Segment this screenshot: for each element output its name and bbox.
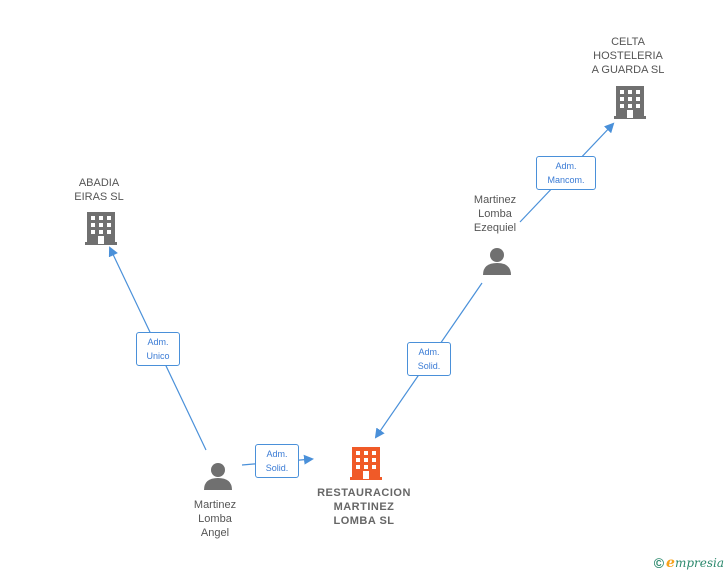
brand-logo: empresia bbox=[666, 555, 724, 571]
role-badge-adm-solid-angel: Adm. Solid. bbox=[255, 444, 299, 478]
role-badge-adm-solid-ezequiel: Adm. Solid. bbox=[407, 342, 451, 376]
copyright-icon: © bbox=[653, 555, 665, 571]
person-icon[interactable] bbox=[483, 248, 511, 275]
brand-footer[interactable]: © empresia bbox=[654, 555, 724, 571]
role-badge-adm-unico: Adm. Unico bbox=[136, 332, 180, 366]
building-icon[interactable] bbox=[614, 86, 646, 119]
company-label-abadia[interactable]: ABADIA EIRAS SL bbox=[74, 177, 124, 203]
building-icon[interactable] bbox=[85, 212, 117, 245]
person-label-angel[interactable]: Martinez Lomba Angel bbox=[193, 499, 237, 539]
person-icon[interactable] bbox=[204, 463, 232, 490]
company-label-celta[interactable]: CELTA HOSTELERIA A GUARDA SL bbox=[591, 36, 665, 76]
main-company-label[interactable]: RESTAURACION MARTINEZ LOMBA SL bbox=[317, 487, 411, 527]
role-badge-adm-mancom: Adm. Mancom. bbox=[536, 156, 596, 190]
person-label-ezequiel[interactable]: Martinez Lomba Ezequiel bbox=[473, 194, 517, 234]
main-building-icon[interactable] bbox=[350, 447, 382, 480]
